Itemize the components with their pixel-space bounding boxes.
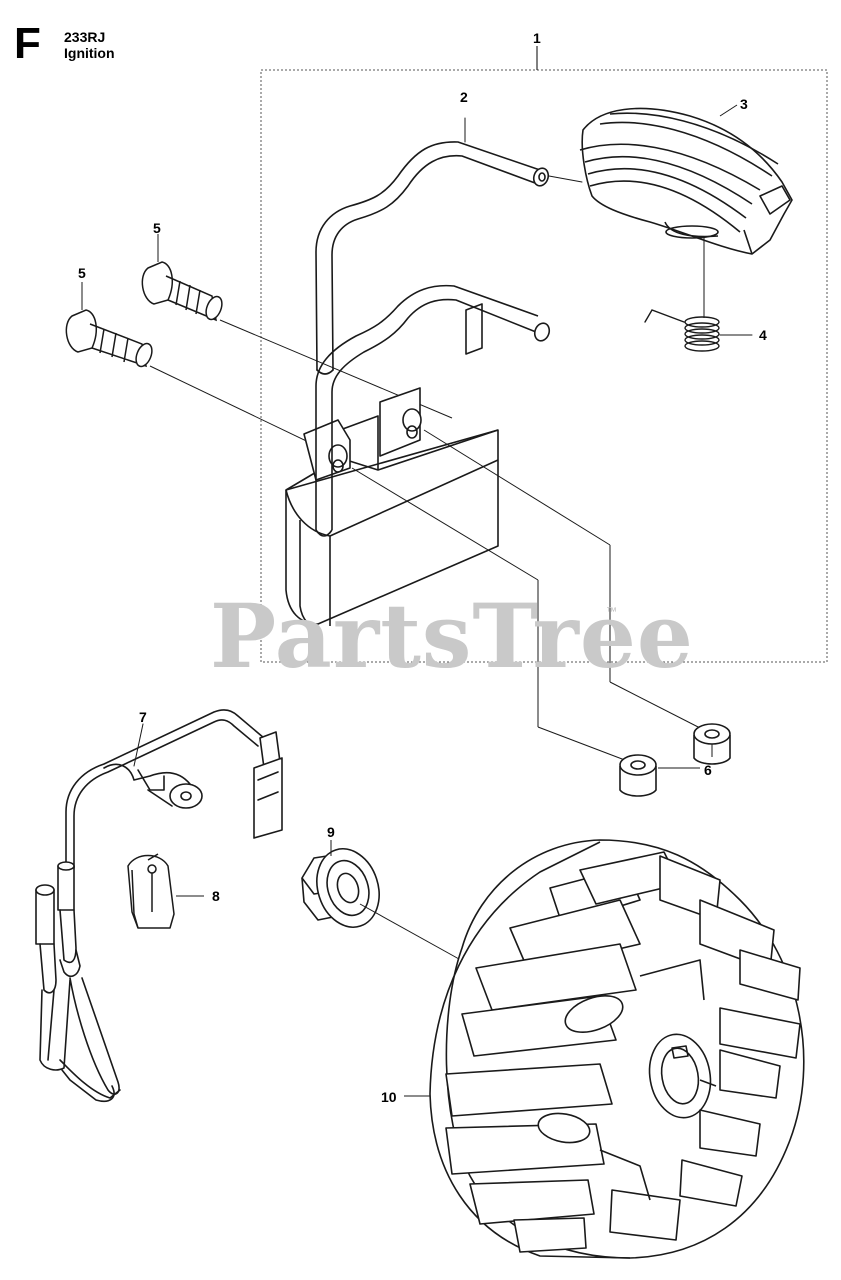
- callout-3[interactable]: 3: [740, 96, 748, 112]
- callout-10[interactable]: 10: [381, 1089, 397, 1105]
- callout-7[interactable]: 7: [139, 709, 147, 725]
- watermark: PartsTree: [210, 584, 694, 688]
- assembly-boundary: [260, 69, 828, 663]
- part-7-cable[interactable]: [36, 710, 282, 1101]
- part-6-spacer-lower[interactable]: [620, 744, 712, 796]
- part-3-spark-plug-cap[interactable]: [580, 105, 792, 318]
- model-number: 233RJ: [64, 29, 106, 45]
- part-4-spring[interactable]: [645, 310, 752, 351]
- watermark-trademark: ™: [606, 606, 617, 618]
- callout-4[interactable]: 4: [759, 327, 767, 343]
- ignition-module[interactable]: [286, 286, 704, 762]
- part-2-lead-wire[interactable]: [316, 118, 582, 374]
- callout-2[interactable]: 2: [460, 89, 468, 105]
- callout-5-upper[interactable]: 5: [153, 220, 161, 236]
- callout-8[interactable]: 8: [212, 888, 220, 904]
- part-9-nut[interactable]: [302, 840, 468, 964]
- part-8-clip[interactable]: [128, 854, 204, 928]
- part-5-screw-upper[interactable]: [142, 234, 452, 418]
- callout-6[interactable]: 6: [704, 762, 712, 778]
- section-letter: F: [14, 19, 41, 68]
- callout-5-lower[interactable]: 5: [78, 265, 86, 281]
- part-10-flywheel[interactable]: [404, 840, 804, 1258]
- callout-1[interactable]: 1: [533, 30, 541, 46]
- callout-9[interactable]: 9: [327, 824, 335, 840]
- diagram-title: Ignition: [64, 45, 115, 61]
